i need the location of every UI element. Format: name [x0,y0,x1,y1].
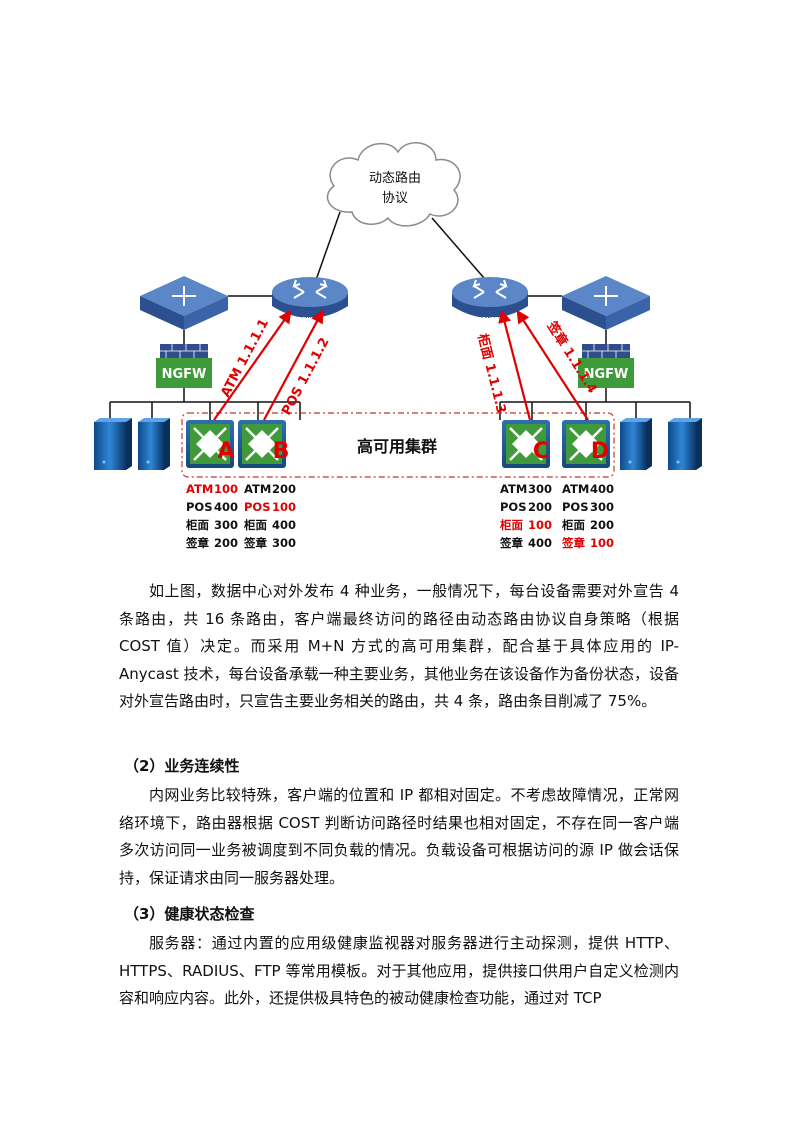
router-left: ROUTER [272,277,348,323]
device-label-b: B [273,439,290,464]
route-arrow-d [516,309,589,421]
priority-cost-value: 400 [528,536,552,550]
device-label-a: A [217,439,234,464]
router-arrows-icon [292,279,328,299]
server-tower [668,418,702,470]
switch-left [140,276,228,330]
priority-service-label: POS [500,500,527,514]
ngfw-right: NGFW [578,344,634,388]
priority-cost-value: 400 [272,518,296,532]
server-tower [620,418,652,470]
priority-cost-value: 200 [590,518,614,532]
paragraph-overview: 如上图，数据中心对外发布 4 种业务，一般情况下，每台设备需要对外宣告 4 条路… [119,582,679,710]
priority-cost-value: 300 [214,518,238,532]
priority-service-label: POS [186,500,213,514]
lb-device-c: C [502,420,550,468]
switch-right [562,276,650,330]
route-arrow-b [263,309,324,421]
priority-cost-value: 300 [590,500,614,514]
router-arrows-icon [472,279,508,299]
route-label-a: ATM 1.1.1.1 [218,317,272,400]
priority-service-label: ATM [500,482,527,496]
svg-text:ROUTER: ROUTER [477,317,503,323]
device-label-d: D [591,439,609,464]
priority-service-label: POS [562,500,589,514]
server-tower [94,418,132,470]
paragraph-business-continuity: 内网业务比较特殊，客户端的位置和 IP 都相对固定。不考虑故障情况，正常网络环境… [119,786,679,887]
priority-service-label: ATM [244,482,271,496]
priority-service-label: ATM [186,482,213,496]
lb-device-b: B [238,420,289,468]
priority-cost-value: 400 [214,500,238,514]
svg-text:NGFW: NGFW [162,367,207,382]
cloud-label-line1: 动态路由 [369,170,421,186]
lb-device-a: A [186,420,235,468]
priority-service-label: 签章 [243,536,267,550]
priority-service-label: 柜面 [561,518,585,532]
priority-service-label: 签章 [561,536,585,550]
route-arrow-c [498,309,532,421]
priority-cost-value: 400 [590,482,614,496]
switch-arrows-icon [172,286,196,306]
router-right: ROUTER [452,277,528,323]
priority-cost-value: 100 [214,482,238,496]
priority-cost-value: 100 [528,518,552,532]
priority-cost-value: 100 [590,536,614,550]
cloud-label-line2: 协议 [382,191,408,206]
server-tower [138,418,170,470]
priority-cost-value: 100 [272,500,296,514]
priority-service-label: ATM [562,482,589,496]
dynamic-routing-cloud: 动态路由 协议 [326,142,461,227]
ngfw-left: NGFW [156,344,212,388]
lb-device-d: D [562,420,610,468]
svg-text:ROUTER: ROUTER [297,317,323,323]
ha-cluster-label: 高可用集群 [357,437,437,456]
priority-service-label: POS [244,500,271,514]
priority-service-label: 签章 [185,536,209,550]
paragraph-health-check: 服务器：通过内置的应用级健康监视器对服务器进行主动探测，提供 HTTP、HTTP… [119,934,679,1007]
priority-service-label: 签章 [499,536,523,550]
priority-cost-value: 200 [528,500,552,514]
heading-health-check: （3）健康状态检查 [124,905,255,923]
priority-cost-value: 200 [214,536,238,550]
svg-text:NGFW: NGFW [584,367,629,382]
route-arrow-a [213,309,292,421]
heading-business-continuity: （2）业务连续性 [124,757,240,775]
priority-cost-value: 200 [272,482,296,496]
device-label-c: C [533,439,549,464]
priority-cost-value: 300 [528,482,552,496]
priority-service-label: 柜面 [185,518,209,532]
route-label-c: 柜面 1.1.1.3 [474,331,509,415]
switch-arrows-icon [594,286,618,306]
priority-cost-value: 300 [272,536,296,550]
priority-service-label: 柜面 [243,518,267,532]
ha-cluster-box [181,412,615,478]
priority-service-label: 柜面 [499,518,523,532]
network-diagram: 动态路由 协议 ROUTER ROUTER [94,142,702,550]
